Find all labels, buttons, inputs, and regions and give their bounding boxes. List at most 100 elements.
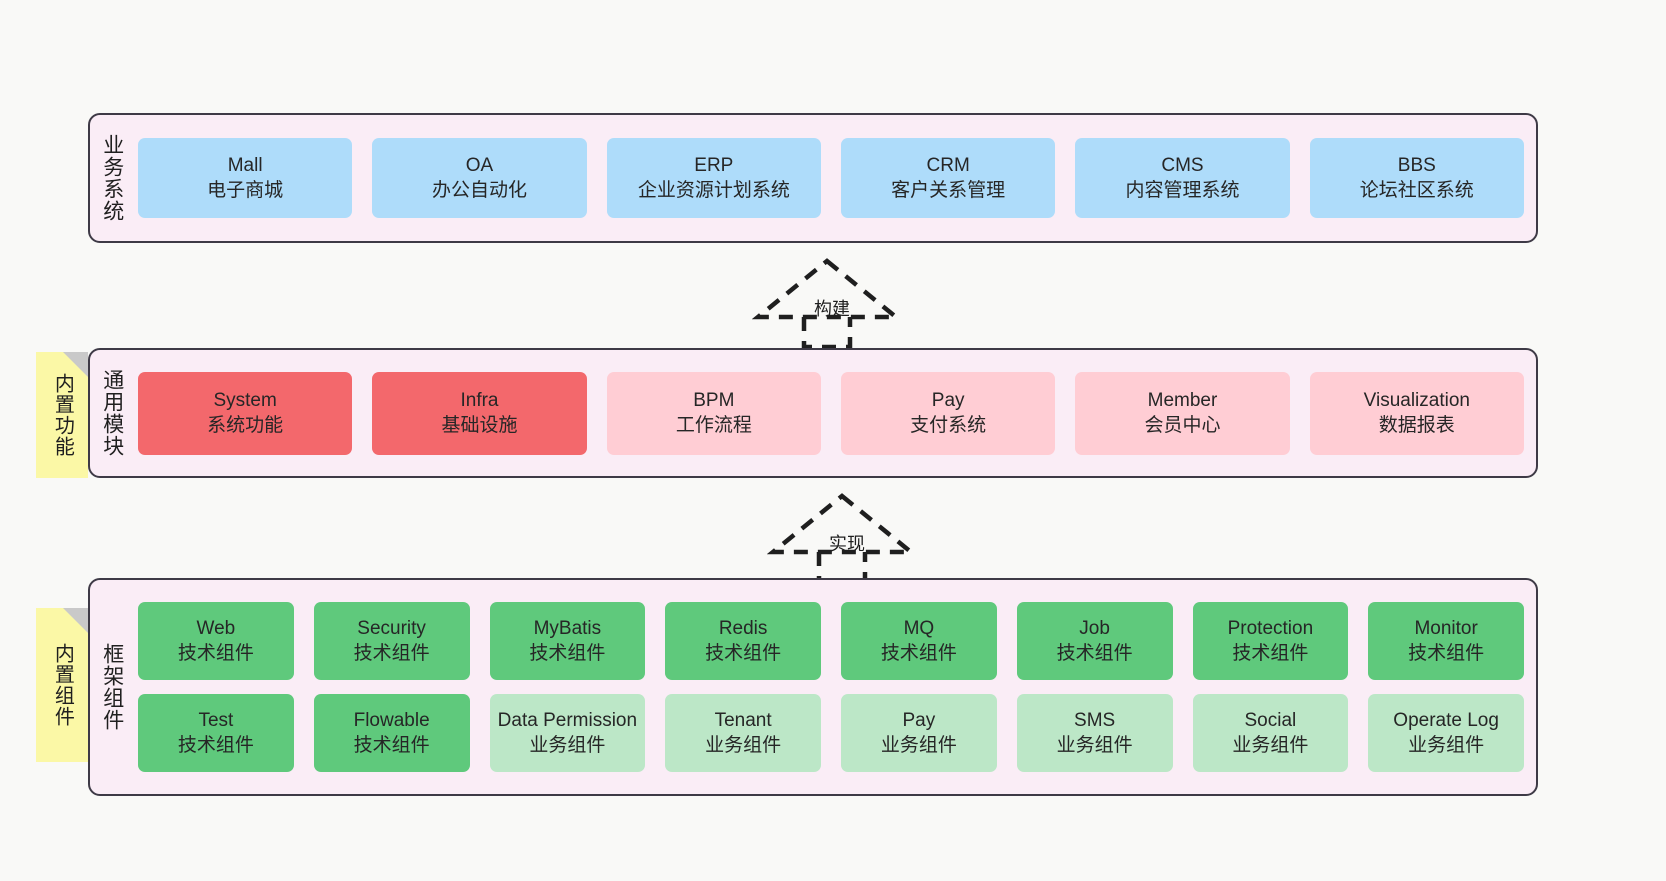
box-subtitle: 办公自动化 — [431, 180, 527, 201]
box-crm[interactable]: CRM 客户关系管理 — [840, 138, 1056, 218]
layer-common-module[interactable]: 通用模块 System 系统功能 Infra 基础设施 — [88, 348, 1538, 478]
box-subtitle: 工作流程 — [675, 415, 752, 436]
box-title: Pay — [931, 389, 965, 411]
cell: BBS 论坛社区系统 — [1309, 138, 1524, 218]
box-pay-component[interactable]: Pay 业务组件 — [841, 694, 997, 772]
box-subtitle: 业务组件 — [1056, 735, 1133, 756]
box-title: System — [213, 389, 277, 411]
folded-corner-icon — [63, 352, 88, 377]
box-erp[interactable]: ERP 企业资源计划系统 — [606, 138, 821, 218]
box-subtitle: 技术组件 — [1408, 643, 1485, 664]
layer-title-business-system: 业务系统 — [100, 134, 124, 222]
box-web[interactable]: Web 技术组件 — [138, 602, 294, 680]
box-title: Tenant — [714, 709, 772, 731]
connector-realize-label: 实现 — [829, 534, 865, 554]
box-subtitle: 数据报表 — [1378, 415, 1455, 436]
box-cms[interactable]: CMS 内容管理系统 — [1075, 138, 1290, 218]
cell: Redis 技术组件 — [665, 602, 821, 680]
box-sms[interactable]: SMS 业务组件 — [1016, 694, 1173, 772]
box-title: Data Permission — [497, 709, 638, 731]
row-tech-components: Web 技术组件 Security 技术组件 MyBatis 技术组件 — [138, 602, 1524, 680]
connector-build: 构建 — [751, 255, 903, 350]
layer-title-common-module: 通用模块 — [100, 369, 124, 457]
box-subtitle: 技术组件 — [177, 643, 254, 664]
cell: Pay 支付系统 — [840, 371, 1056, 455]
box-data-permission[interactable]: Data Permission 业务组件 — [489, 694, 646, 772]
box-member[interactable]: Member 会员中心 — [1075, 371, 1290, 455]
box-title: OA — [465, 154, 494, 176]
box-title: Job — [1079, 617, 1110, 639]
cell: Tenant 业务组件 — [665, 694, 821, 772]
layer-title-framework-component: 框架组件 — [100, 643, 124, 731]
layer-body-common-module: System 系统功能 Infra 基础设施 BPM 工作流程 — [134, 350, 1536, 476]
box-subtitle: 技术组件 — [177, 735, 254, 756]
box-subtitle: 业务组件 — [880, 735, 957, 756]
box-title: BBS — [1397, 154, 1436, 176]
layer-framework-component[interactable]: 框架组件 Web 技术组件 Security 技术组件 — [88, 578, 1538, 796]
box-subtitle: 技术组件 — [353, 643, 430, 664]
box-title: MQ — [903, 617, 935, 639]
box-title: Mall — [227, 154, 263, 176]
box-title: Pay — [902, 709, 936, 731]
box-subtitle: 技术组件 — [529, 643, 606, 664]
box-title: Member — [1147, 389, 1218, 411]
box-visualization[interactable]: Visualization 数据报表 — [1309, 371, 1524, 455]
box-tenant[interactable]: Tenant 业务组件 — [665, 694, 821, 772]
box-infra[interactable]: Infra 基础设施 — [372, 371, 587, 455]
box-title: ERP — [694, 154, 734, 176]
cell: CRM 客户关系管理 — [840, 138, 1056, 218]
cell: MyBatis 技术组件 — [489, 602, 646, 680]
box-operate-log[interactable]: Operate Log 业务组件 — [1368, 694, 1524, 772]
box-subtitle: 系统功能 — [207, 415, 284, 436]
box-subtitle: 技术组件 — [705, 643, 782, 664]
box-subtitle: 技术组件 — [880, 643, 957, 664]
box-title: CMS — [1161, 154, 1204, 176]
box-title: Test — [198, 709, 234, 731]
box-monitor[interactable]: Monitor 技术组件 — [1368, 602, 1524, 680]
note-label: 内置功能 — [51, 373, 74, 457]
box-protection[interactable]: Protection 技术组件 — [1192, 602, 1349, 680]
cell: Flowable 技术组件 — [313, 694, 470, 772]
cell: System 系统功能 — [138, 371, 353, 455]
box-subtitle: 内容管理系统 — [1125, 180, 1240, 201]
cell: Visualization 数据报表 — [1309, 371, 1524, 455]
cell: Protection 技术组件 — [1192, 602, 1349, 680]
cell: MQ 技术组件 — [841, 602, 997, 680]
box-mq[interactable]: MQ 技术组件 — [841, 602, 997, 680]
box-redis[interactable]: Redis 技术组件 — [665, 602, 821, 680]
box-bpm[interactable]: BPM 工作流程 — [606, 371, 821, 455]
box-test[interactable]: Test 技术组件 — [138, 694, 294, 772]
box-system[interactable]: System 系统功能 — [138, 371, 353, 455]
box-subtitle: 电子商城 — [207, 180, 284, 201]
note-label: 内置组件 — [51, 643, 74, 727]
box-subtitle: 基础设施 — [441, 415, 518, 436]
box-social[interactable]: Social 业务组件 — [1192, 694, 1349, 772]
box-title: Operate Log — [1393, 709, 1499, 731]
box-title: Redis — [718, 617, 768, 639]
box-bbs[interactable]: BBS 论坛社区系统 — [1309, 138, 1524, 218]
cell: Social 业务组件 — [1192, 694, 1349, 772]
cell: Operate Log 业务组件 — [1368, 694, 1524, 772]
layer-body-business-system: Mall 电子商城 OA 办公自动化 ERP 企业资源计划系统 — [134, 115, 1536, 241]
box-pay-module[interactable]: Pay 支付系统 — [840, 371, 1056, 455]
note-builtin-function[interactable]: 内置功能 — [36, 352, 88, 478]
cell: SMS 业务组件 — [1016, 694, 1173, 772]
box-mall[interactable]: Mall 电子商城 — [138, 138, 353, 218]
box-title: Infra — [460, 389, 499, 411]
box-subtitle: 业务组件 — [1408, 735, 1485, 756]
box-mybatis[interactable]: MyBatis 技术组件 — [489, 602, 646, 680]
box-oa[interactable]: OA 办公自动化 — [372, 138, 587, 218]
box-title: Web — [196, 617, 236, 639]
connector-build-label: 构建 — [814, 299, 850, 319]
box-flowable[interactable]: Flowable 技术组件 — [313, 694, 470, 772]
note-builtin-component[interactable]: 内置组件 — [36, 608, 88, 762]
box-title: SMS — [1074, 709, 1116, 731]
box-job[interactable]: Job 技术组件 — [1016, 602, 1173, 680]
box-subtitle: 会员中心 — [1144, 415, 1221, 436]
box-title: Social — [1244, 709, 1297, 731]
box-title: BPM — [693, 389, 735, 411]
box-security[interactable]: Security 技术组件 — [313, 602, 470, 680]
folded-corner-icon — [63, 608, 88, 633]
layer-business-system[interactable]: 业务系统 Mall 电子商城 OA 办公自动化 ERP — [88, 113, 1538, 243]
cell: Member 会员中心 — [1075, 371, 1290, 455]
